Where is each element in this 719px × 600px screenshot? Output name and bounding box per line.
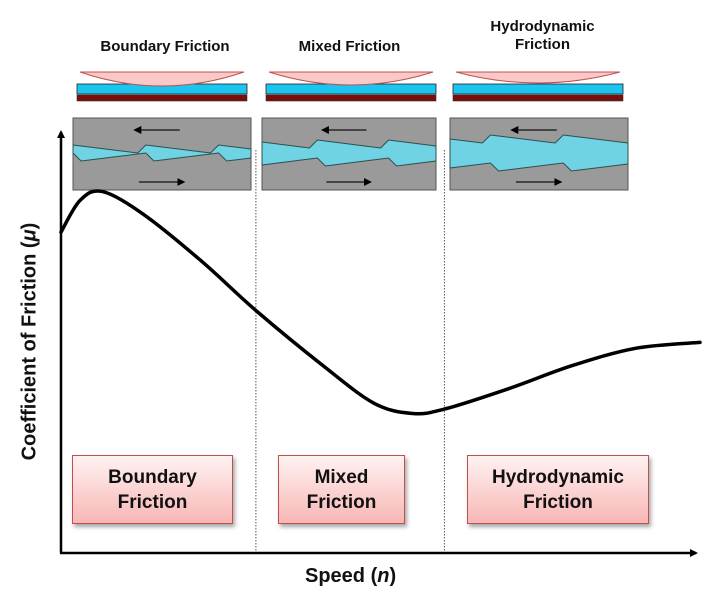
x-axis-label-close: )	[389, 565, 397, 587]
lens-mixed	[268, 71, 434, 86]
base-plate-hydrodynamic	[452, 94, 624, 102]
stribeck-curve	[59, 189, 702, 416]
regime-box-hydrodynamic-line2: Friction	[523, 491, 593, 513]
x-axis-label-var: n	[377, 565, 390, 587]
regime-box-boundary-line1: Boundary	[108, 466, 197, 488]
top-title-boundary: Boundary Friction	[100, 38, 230, 55]
regime-box-mixed-line1: Mixed	[314, 466, 369, 488]
regime-box-mixed-line2: Friction	[306, 491, 377, 513]
top-title-hydrodynamic: Hydrodynamic Friction	[455, 18, 630, 54]
base-plate-mixed	[265, 94, 437, 102]
lens-hydrodynamic	[455, 71, 621, 84]
lubricant-film-boundary	[72, 144, 252, 162]
top-title-mixed: Mixed Friction	[298, 38, 401, 55]
lubricant-film-mixed	[261, 139, 437, 167]
y-axis-label: Coefficient of Friction (μ)	[19, 202, 42, 482]
fluid-layer-hydrodynamic	[452, 83, 624, 95]
regime-box-boundary-line2: Friction	[117, 491, 188, 513]
top-title-hydrodynamic-line1: Hydrodynamic	[490, 18, 595, 35]
y-axis-label-var: μ	[18, 229, 41, 242]
x-axis-label: Speed (n)	[305, 565, 396, 588]
y-axis-label-text: Coefficient of Friction (	[18, 241, 41, 461]
lubricant-film-hydrodynamic	[449, 134, 629, 172]
lens-boundary	[79, 71, 245, 87]
regime-box-hydrodynamic-line1: Hydrodynamic	[492, 466, 624, 488]
x-axis-label-text: Speed (	[305, 565, 378, 587]
y-axis-label-close: )	[18, 222, 41, 230]
top-title-hydrodynamic-line2: Friction	[515, 36, 570, 53]
base-plate-boundary	[76, 94, 248, 102]
